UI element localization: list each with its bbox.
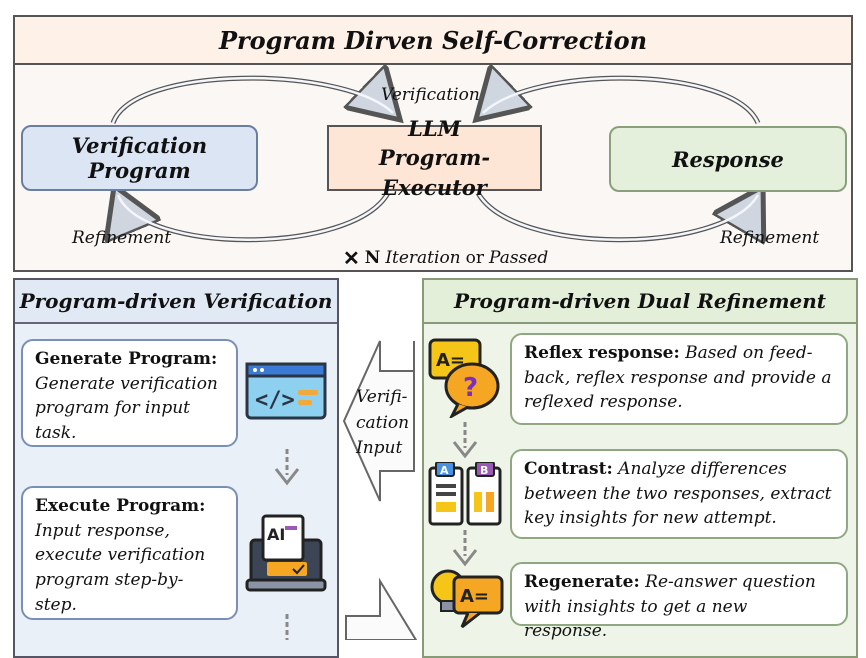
times-icon: ✕: [343, 246, 360, 270]
lightbulb-chat-icon: A=: [430, 569, 504, 629]
reflex-title: Reflex response:: [524, 343, 680, 363]
verification-input-label: Verifi- cation Input: [356, 385, 409, 462]
stop-n: N: [364, 248, 381, 268]
code-window-icon: </>: [245, 362, 327, 420]
refinement-input-arrow: [345, 577, 418, 640]
refinement-left-label: Refinement: [72, 228, 172, 248]
verification-label: Verification: [381, 85, 480, 105]
cycle-arrows: [13, 65, 853, 272]
llm-label: LLM: [408, 115, 461, 141]
svg-text:?: ?: [463, 373, 478, 403]
stop-iteration: Iteration: [385, 248, 461, 268]
stop-condition: ✕ N Iteration or Passed: [343, 246, 548, 270]
down-arrow-4: [452, 530, 478, 567]
svg-text:</>: </>: [255, 388, 295, 413]
svg-text:AI: AI: [267, 525, 285, 544]
arrow-text-3: Input: [356, 438, 403, 458]
middle-arrows: [342, 340, 418, 640]
verification-program-node: Verification Program: [21, 125, 258, 191]
contrast-text: Analyze differences between the two resp…: [524, 459, 832, 529]
regen-title: Regenerate:: [524, 572, 640, 592]
reflex-text: Based on feed-back, reflex response and …: [524, 343, 832, 413]
regen-text: Re-answer question with insights to get …: [524, 572, 816, 642]
svg-text:A=: A=: [436, 350, 465, 371]
execute-title: Execute Program:: [35, 496, 206, 516]
refinement-right-label: Refinement: [720, 228, 820, 248]
execute-text: Input response, execute verification pro…: [35, 520, 206, 615]
verification-input-arrow: [342, 340, 415, 502]
svg-text:A=: A=: [460, 586, 489, 607]
compare-ab-icon: A B: [428, 462, 502, 526]
down-arrow-3: [452, 422, 478, 459]
svg-text:B: B: [480, 464, 488, 477]
stop-passed: Passed: [489, 248, 549, 268]
question-chat-icon: A= ?: [428, 338, 500, 418]
diagram-title: Program Dirven Self-Correction: [13, 15, 853, 65]
arrow-text-2: cation: [356, 412, 410, 433]
response-node: Response: [609, 126, 847, 192]
generate-text: Generate verification program for input …: [35, 373, 218, 443]
svg-text:A: A: [440, 464, 449, 477]
contrast-card: Contrast: Analyze differences between th…: [510, 449, 848, 539]
generate-program-card: Generate Program: Generate verification …: [21, 339, 238, 447]
generate-title: Generate Program:: [35, 349, 218, 369]
down-arrow-1: [274, 449, 300, 486]
stop-or: or: [465, 248, 485, 268]
llm-executor-node: LLM Program-Executor: [327, 116, 542, 200]
ai-laptop-icon: AI: [245, 514, 327, 592]
program-executor-label: Program-Executor: [378, 145, 491, 200]
execute-program-card: Execute Program: Input response, execute…: [21, 486, 238, 620]
down-arrow-2: [285, 614, 289, 640]
arrow-text-1: Verifi-: [356, 387, 408, 407]
reflex-response-card: Reflex response: Based on feed-back, ref…: [510, 333, 848, 425]
contrast-title: Contrast:: [524, 459, 613, 479]
dual-refinement-title: Program-driven Dual Refinement: [424, 280, 856, 324]
regenerate-card: Regenerate: Re-answer question with insi…: [510, 562, 848, 641]
verification-panel-title: Program-driven Verification: [15, 280, 337, 324]
